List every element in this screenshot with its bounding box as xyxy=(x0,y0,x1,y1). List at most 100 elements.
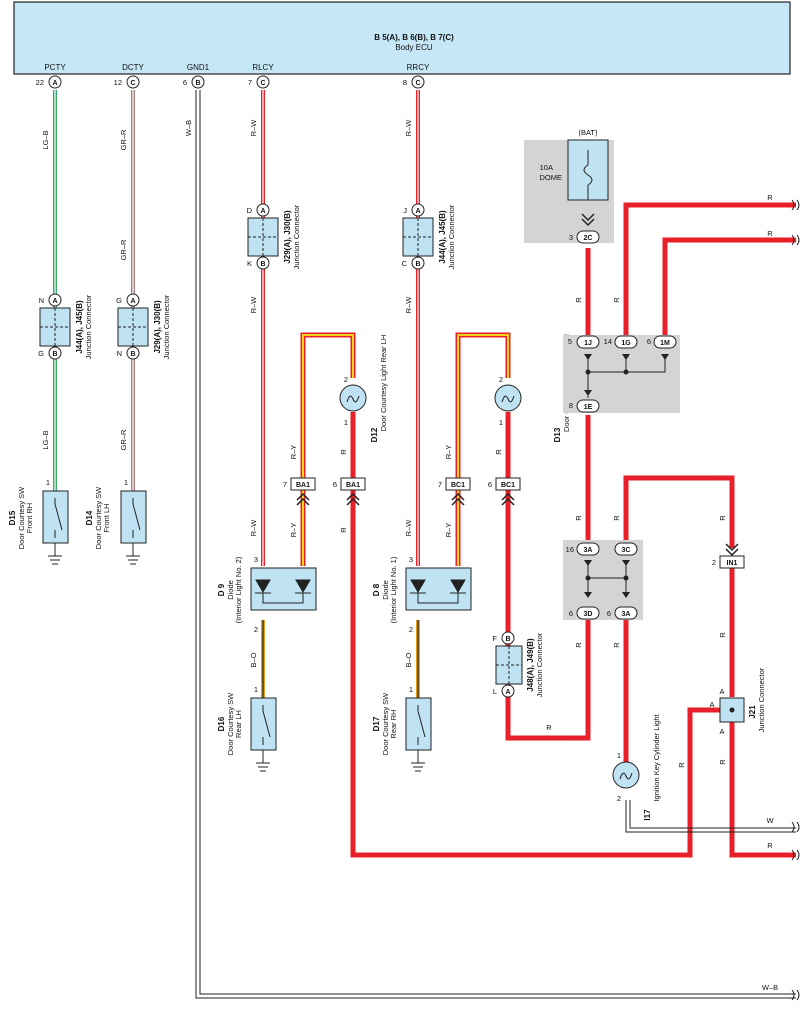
svg-text:3: 3 xyxy=(254,555,258,564)
svg-text:3A: 3A xyxy=(622,611,631,618)
junction-block-mid: 16 3A 3C 6 3D 6 3A xyxy=(563,540,643,620)
label-rw-4: R–W xyxy=(404,119,413,137)
label-w: W xyxy=(766,816,774,825)
svg-text:Diode: Diode xyxy=(226,580,235,600)
svg-text:K: K xyxy=(247,259,252,268)
junction-j29-center: A D B K J29(A), J30(B) Junction Connecto… xyxy=(247,203,301,270)
wire-wb xyxy=(195,90,796,999)
label-r-12: R xyxy=(718,759,727,765)
svg-text:6: 6 xyxy=(488,480,492,489)
svg-text:2: 2 xyxy=(499,375,503,384)
svg-text:1: 1 xyxy=(617,751,621,760)
svg-text:2: 2 xyxy=(344,375,348,384)
junction-block-top: 5 1J 14 1G 6 1M 8 1E xyxy=(563,335,680,413)
switch-d17: 1 D17 Door Courtesy SW Rear RH xyxy=(372,685,432,772)
svg-text:6: 6 xyxy=(183,78,187,87)
svg-text:BC1: BC1 xyxy=(501,482,515,489)
label-r-7: R xyxy=(612,515,621,521)
svg-text:B: B xyxy=(505,636,510,643)
wire-w xyxy=(625,800,796,833)
svg-text:A: A xyxy=(130,298,135,305)
label-grr-3: GR–R xyxy=(119,429,128,450)
label-bo-2: B–O xyxy=(404,652,413,667)
svg-text:D 8: D 8 xyxy=(372,583,381,596)
svg-text:DOME: DOME xyxy=(540,173,563,182)
svg-text:6: 6 xyxy=(569,609,573,618)
svg-text:C: C xyxy=(260,80,265,87)
svg-text:Ignition Key Cylinder Light: Ignition Key Cylinder Light xyxy=(652,714,661,802)
ecu-name: B 5(A), B 6(B), B 7(C) xyxy=(374,33,454,42)
svg-text:Junction Connector: Junction Connector xyxy=(162,294,171,359)
label-r-16: R xyxy=(767,229,773,238)
junction-j44-center: A J B C J44(A), J45(B) Junction Connecto… xyxy=(402,203,456,270)
svg-text:Door Courtesy SW: Door Courtesy SW xyxy=(226,692,235,755)
svg-text:G: G xyxy=(116,296,122,305)
svg-text:2: 2 xyxy=(254,625,258,634)
svg-text:Diode: Diode xyxy=(381,580,390,600)
svg-text:D14: D14 xyxy=(85,510,94,525)
svg-text:1: 1 xyxy=(409,685,413,694)
ecu-pin-gnd1: B 6 xyxy=(183,75,205,89)
svg-text:BC1: BC1 xyxy=(451,482,465,489)
label-ry-1: R–Y xyxy=(289,445,298,460)
diode-d8: 3 2 D 8 Diode (Interior Light No. 1) xyxy=(372,555,472,634)
svg-text:A: A xyxy=(52,298,57,305)
svg-text:D12: D12 xyxy=(370,427,379,442)
label-r-9: R xyxy=(612,642,621,648)
svg-text:Junction Connector: Junction Connector xyxy=(292,204,301,269)
ecu-pin-dcty: C 12 xyxy=(114,75,140,89)
label-r-14: R xyxy=(546,723,552,732)
svg-text:Junction Connector: Junction Connector xyxy=(84,294,93,359)
svg-text:5: 5 xyxy=(568,337,572,346)
body-ecu-box xyxy=(13,1,791,75)
svg-text:1: 1 xyxy=(124,478,128,487)
svg-text:J: J xyxy=(403,206,407,215)
label-r-8: R xyxy=(574,642,583,648)
label-r-17: R xyxy=(767,841,773,850)
label-rw-3: R–W xyxy=(249,519,258,537)
svg-text:22: 22 xyxy=(36,78,44,87)
svg-text:1E: 1E xyxy=(584,404,593,411)
svg-text:B: B xyxy=(130,351,135,358)
switch-d14: 1 D14 Door Courtesy SW Front LH xyxy=(85,478,147,565)
switch-d15: 1 D15 Door Courtesy SW Front RH xyxy=(8,478,69,565)
svg-text:B: B xyxy=(415,261,420,268)
svg-text:A: A xyxy=(415,208,420,215)
svg-text:3C: 3C xyxy=(622,547,631,554)
lamp-d12: 2 1 D12 Door Courtesy Light Rear LH xyxy=(339,335,388,442)
lamp-i17: 1 2 I17 Ignition Key Cylinder Light xyxy=(612,714,661,821)
svg-text:8: 8 xyxy=(569,401,573,410)
label-r-6: R xyxy=(574,515,583,521)
svg-text:1G: 1G xyxy=(621,340,631,347)
svg-text:Door Courtesy SW: Door Courtesy SW xyxy=(94,486,103,549)
svg-text:Rear RH: Rear RH xyxy=(389,709,398,738)
svg-text:10A: 10A xyxy=(540,163,553,172)
svg-text:D17: D17 xyxy=(372,716,381,731)
svg-text:C: C xyxy=(415,80,420,87)
svg-text:Front RH: Front RH xyxy=(25,503,34,533)
svg-text:1J: 1J xyxy=(584,340,592,347)
label-r-10: R xyxy=(718,515,727,521)
svg-text:A: A xyxy=(52,80,57,87)
svg-text:D: D xyxy=(247,206,253,215)
ecu-pin-label-pcty: PCTY xyxy=(44,63,66,72)
svg-text:(Interior Light No. 2): (Interior Light No. 2) xyxy=(234,556,243,623)
svg-text:6: 6 xyxy=(647,337,651,346)
svg-text:2: 2 xyxy=(617,794,621,803)
svg-text:1: 1 xyxy=(46,478,50,487)
svg-text:Door Courtesy SW: Door Courtesy SW xyxy=(381,692,390,755)
fuse-dome: (BAT) 10A DOME 3 2C xyxy=(524,128,614,244)
svg-text:2: 2 xyxy=(409,625,413,634)
svg-text:Front LH: Front LH xyxy=(102,503,111,532)
svg-text:J21: J21 xyxy=(748,705,757,719)
label-wb-1: W–B xyxy=(184,120,193,136)
connector-bc1-left: 7 BC1 xyxy=(438,477,471,506)
connector-in1: 2 IN1 xyxy=(712,543,745,569)
label-r-13: R xyxy=(677,762,686,768)
ecu-pin-rlcy: C 7 xyxy=(248,75,270,89)
label-rw-2: R–W xyxy=(249,296,258,314)
svg-text:6: 6 xyxy=(333,480,337,489)
svg-text:B: B xyxy=(260,261,265,268)
svg-text:IN1: IN1 xyxy=(727,560,738,567)
svg-text:A: A xyxy=(709,700,714,709)
